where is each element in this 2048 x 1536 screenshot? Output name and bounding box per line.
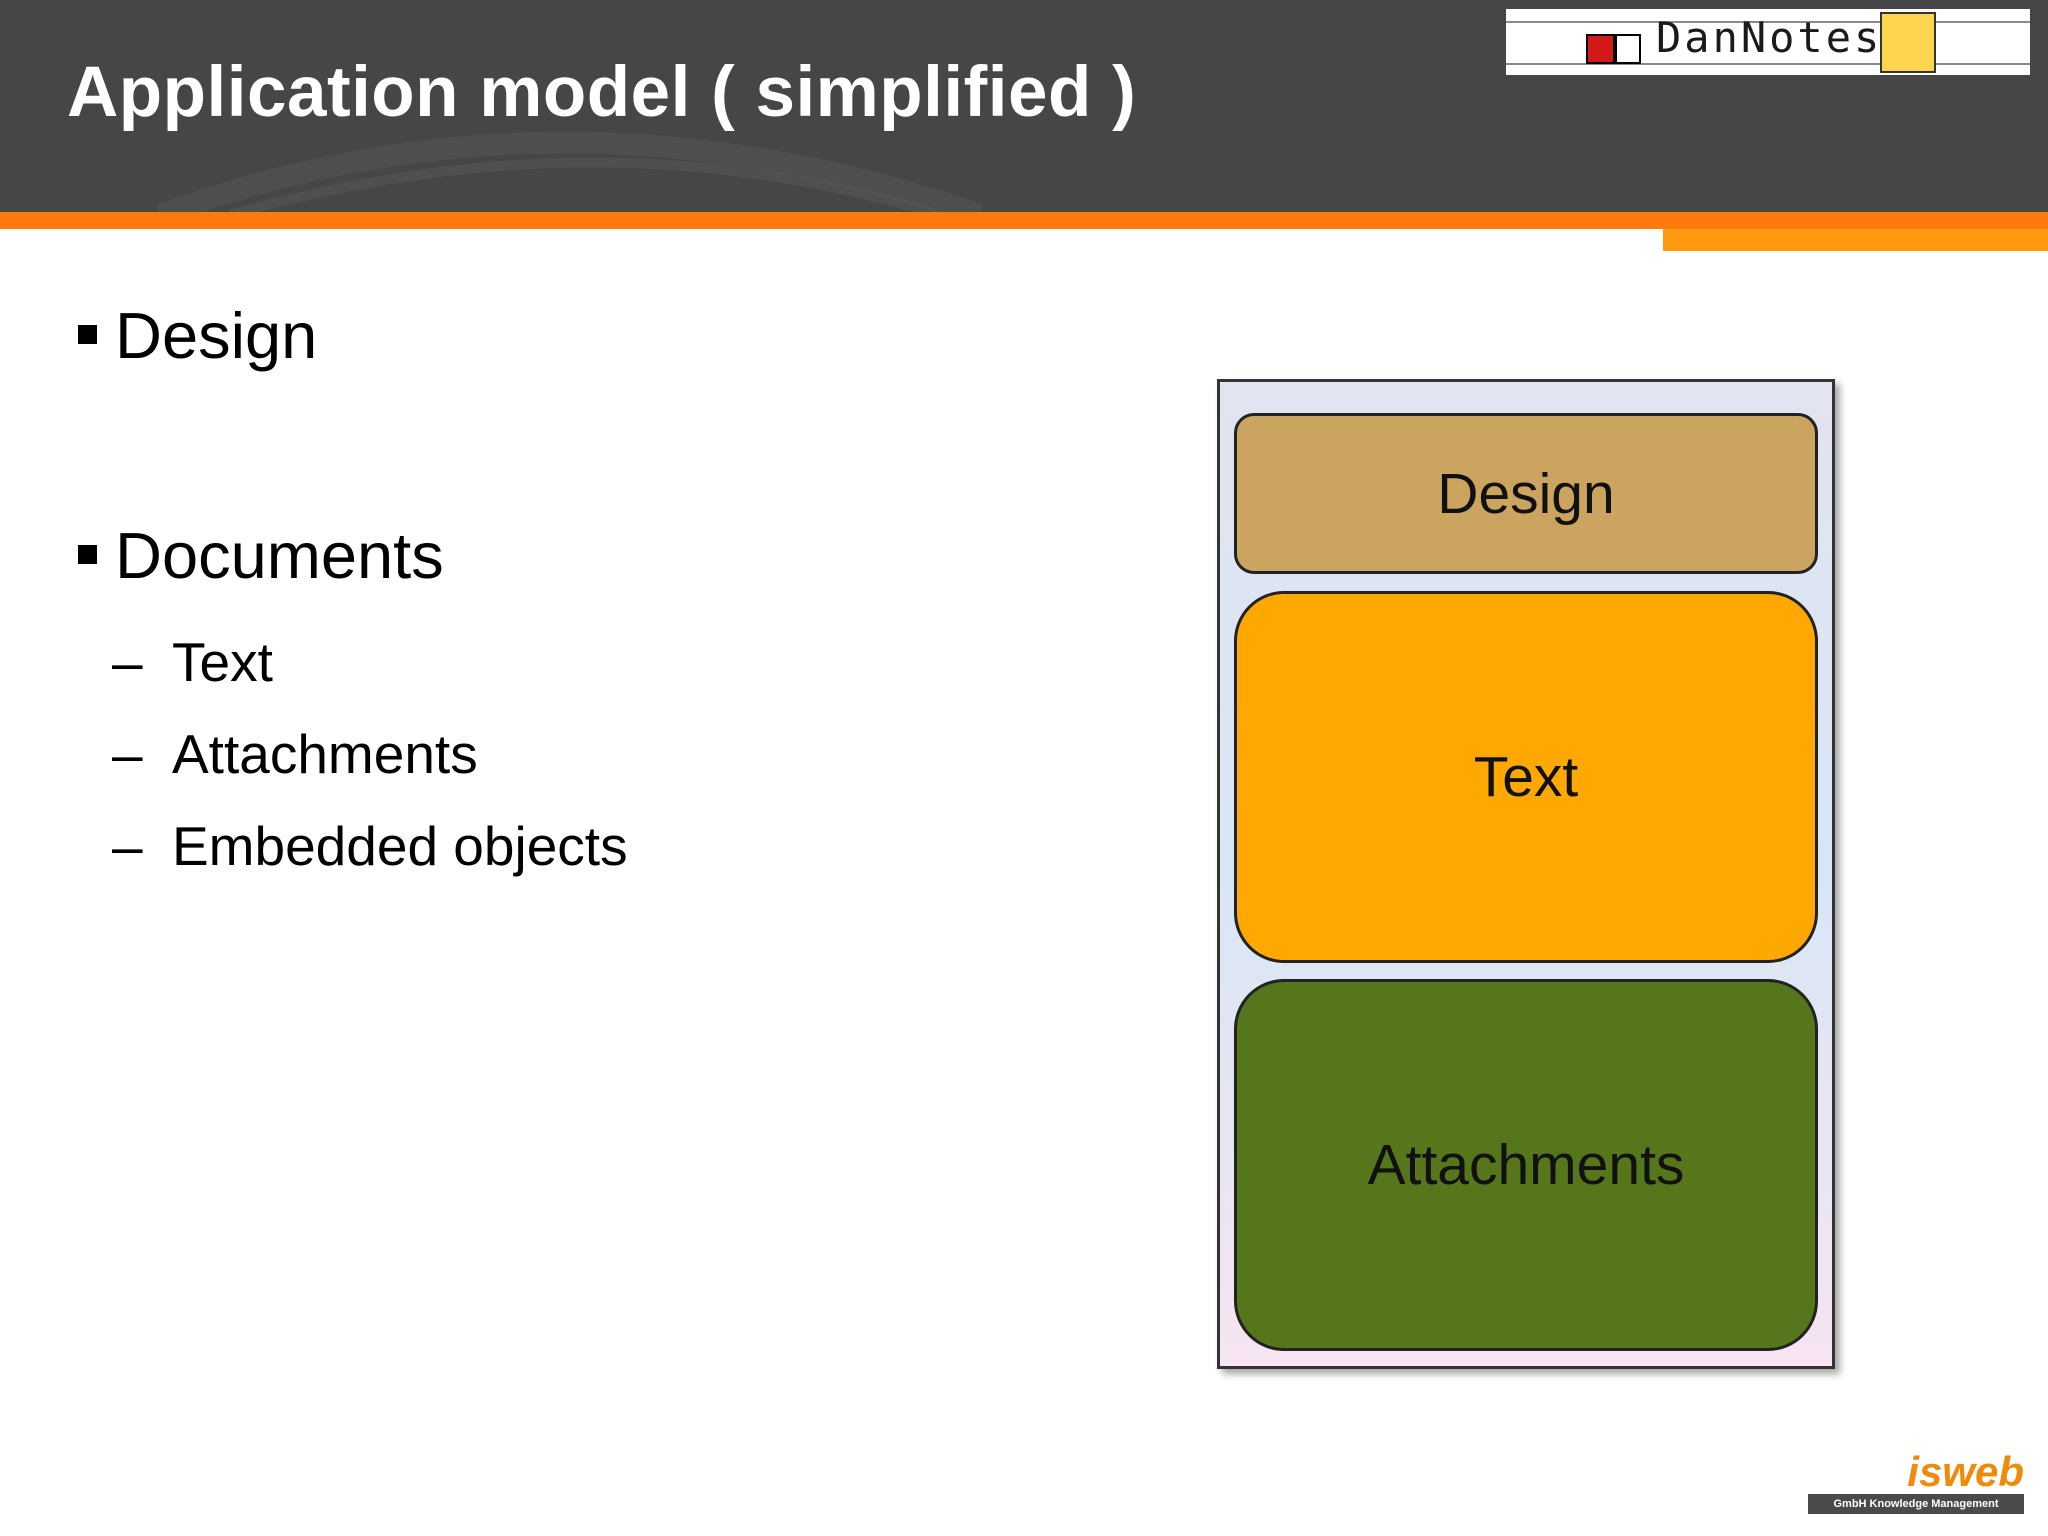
bullet-label: Design: [115, 299, 318, 372]
logo-yellow-square: [1880, 12, 1936, 73]
bullet-label: Documents: [115, 519, 444, 592]
bullet-documents: Documents: [78, 518, 444, 593]
square-bullet-icon: [78, 545, 97, 565]
slide-title: Application model ( simplified ): [67, 53, 1137, 132]
header-accent-tab: [1663, 229, 2048, 251]
dash-icon: –: [112, 815, 143, 877]
isweb-logo: isweb GmbH Knowledge Management: [1808, 1448, 2024, 1516]
logo-red-square: [1586, 34, 1615, 64]
sub-bullet-attachments: –Attachments: [112, 722, 478, 786]
bullet-design: Design: [78, 298, 317, 373]
sub-bullet-embedded-objects: –Embedded objects: [112, 814, 628, 878]
sub-bullet-label: Text: [172, 631, 273, 693]
slide-header: Application model ( simplified ) DanNote…: [0, 0, 2048, 212]
logo-white-square: [1615, 34, 1641, 64]
dannotes-logo: DanNotes: [1506, 9, 2030, 75]
dash-icon: –: [112, 631, 143, 693]
logo-wordmark: DanNotes: [1656, 13, 1883, 62]
diagram-block-text: Text: [1234, 591, 1818, 963]
footer-logo-tagline: GmbH Knowledge Management: [1808, 1494, 2024, 1514]
diagram-block-design: Design: [1234, 413, 1818, 574]
dash-icon: –: [112, 723, 143, 785]
header-decoration: [156, 131, 984, 212]
square-bullet-icon: [78, 325, 97, 345]
sub-bullet-text: –Text: [112, 630, 273, 694]
footer-logo-wordmark: isweb: [1907, 1448, 2024, 1495]
sub-bullet-label: Embedded objects: [172, 815, 628, 877]
header-accent-bar: [0, 212, 2048, 229]
diagram-block-attachments: Attachments: [1234, 979, 1818, 1351]
sub-bullet-label: Attachments: [172, 723, 478, 785]
application-model-diagram: Design Text Attachments: [1217, 379, 1835, 1369]
